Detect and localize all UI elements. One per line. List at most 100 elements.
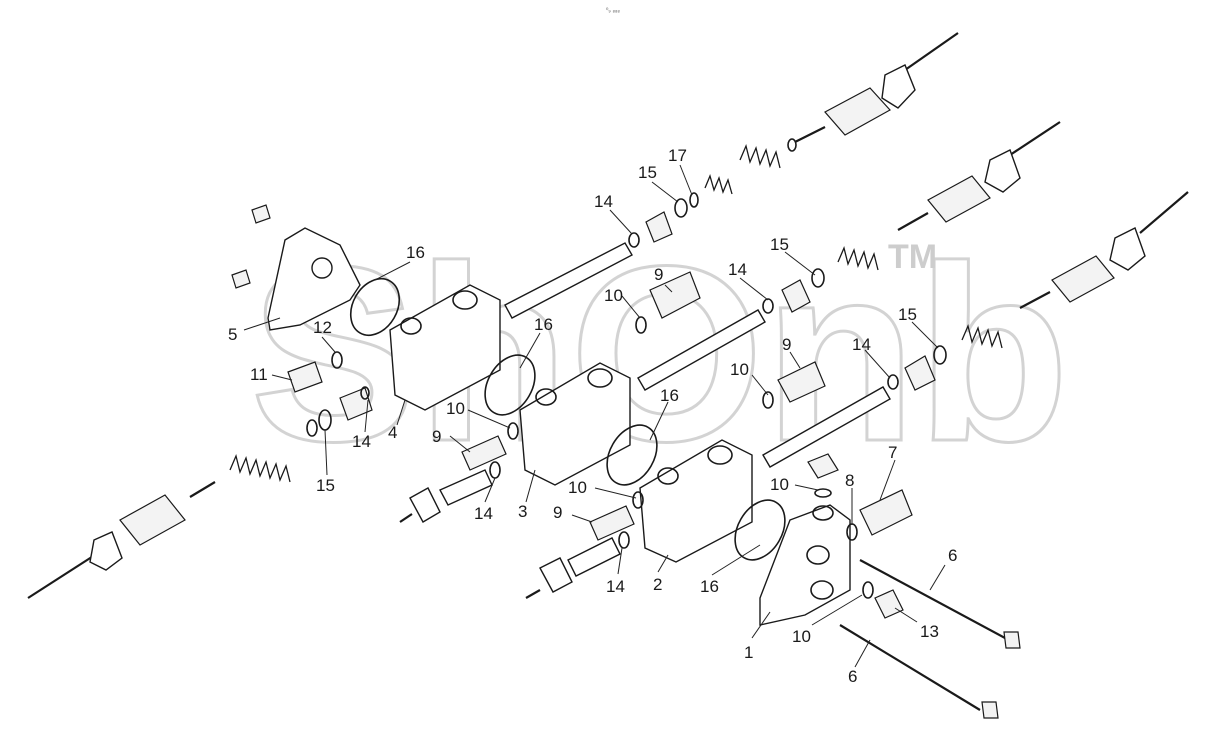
main-spool [504, 242, 633, 319]
o-ring-12 [331, 351, 343, 369]
bolt [1019, 291, 1051, 309]
washer-17 [689, 192, 699, 208]
o-ring-16 [606, 424, 658, 486]
callout-13: 13 [920, 622, 939, 641]
callout-4: 4 [388, 423, 397, 442]
spring-housing [927, 175, 991, 223]
spool-assembly-middle [637, 121, 1061, 391]
spring [837, 245, 879, 271]
spring-housing [119, 494, 186, 546]
spool-assembly-top [504, 32, 959, 319]
callout-12: 12 [313, 318, 332, 337]
spool-cap [567, 537, 621, 577]
o-ring-14 [887, 374, 899, 390]
tie-rod-6-lower [839, 624, 981, 711]
callout-15: 15 [638, 163, 657, 182]
callout-10: 10 [446, 399, 465, 418]
washer [787, 138, 797, 152]
plug-8 [807, 453, 839, 479]
callout-15: 15 [316, 476, 335, 495]
nut-lower [231, 269, 251, 289]
spring-housing [824, 87, 891, 136]
section-3-port [587, 368, 613, 388]
section-4-port-b [400, 317, 422, 335]
o-ring-15 [674, 198, 688, 218]
callout-labels: 5 16 12 11 14 4 15 16 10 9 14 3 14 15 17… [228, 146, 957, 686]
callout-10: 10 [770, 475, 789, 494]
callout-9: 9 [553, 503, 562, 522]
spring-inner [704, 174, 733, 195]
plug-assembly-11 [287, 351, 343, 393]
leader-lines [243, 164, 946, 668]
plug-13 [874, 589, 904, 619]
callout-9: 9 [432, 427, 441, 446]
callout-1: 1 [744, 643, 753, 662]
callout-8: 8 [845, 471, 854, 490]
callout-16: 16 [700, 577, 719, 596]
tie-rod-nut-lower [981, 701, 999, 719]
control-rod [1139, 191, 1189, 234]
callout-15: 15 [898, 305, 917, 324]
end-cover-flange [984, 149, 1021, 193]
valve-section-3 [519, 362, 631, 486]
bolt [189, 481, 216, 498]
o-ring-14 [762, 298, 774, 314]
callout-14: 14 [594, 192, 613, 211]
control-rod [904, 32, 959, 71]
callout-11: 11 [250, 365, 268, 384]
spring-housing [1051, 255, 1115, 303]
main-spool [637, 309, 766, 391]
callout-3: 3 [518, 502, 527, 521]
callout-16: 16 [406, 243, 425, 262]
tie-rod-6-upper [859, 559, 1006, 639]
o-ring-15 [811, 268, 825, 288]
o-ring-16 [734, 499, 786, 561]
relief-valve-9 [461, 435, 507, 471]
section-2-port-b [657, 467, 679, 485]
callout-9: 9 [654, 265, 663, 284]
callout-14: 14 [352, 432, 371, 451]
valve-section-4 [389, 284, 501, 411]
spring-seat [904, 355, 936, 391]
inlet-port-b [806, 545, 830, 565]
section-3-port-b [535, 388, 557, 406]
end-cover-flange [89, 531, 123, 571]
callout-9: 9 [782, 335, 791, 354]
callout-6: 6 [948, 546, 957, 565]
o-ring-14 [628, 232, 640, 248]
end-cap [409, 487, 441, 523]
end-cover-flange [1109, 227, 1146, 271]
relief-valve-9 [589, 505, 635, 541]
callout-14: 14 [606, 577, 625, 596]
cap-screw [525, 589, 541, 599]
callout-16: 16 [534, 315, 553, 334]
cover-port [311, 257, 333, 279]
watermark-tm: TM [888, 238, 937, 276]
o-ring-10-inlet [862, 581, 874, 599]
o-ring-10 [507, 422, 519, 440]
o-ring-15 [933, 345, 947, 365]
relief-valve-9-top [649, 271, 701, 319]
o-ring-10-top [635, 316, 647, 334]
spring-seat [339, 387, 373, 421]
callout-10: 10 [604, 286, 623, 305]
callout-14: 14 [852, 335, 871, 354]
spring [739, 143, 781, 169]
callout-17: 17 [668, 146, 687, 165]
plug [287, 361, 323, 393]
callout-2: 2 [653, 575, 662, 594]
o-ring-10 [814, 488, 832, 498]
o-ring-14 [618, 531, 630, 549]
relief-valve-7 [859, 489, 913, 536]
header-mark: ⁰₉ ₈₈₈ [606, 7, 620, 14]
relief-valve-9-mid [777, 361, 826, 403]
spring-seat [645, 211, 673, 243]
spring [229, 453, 291, 483]
inlet-port-c [810, 580, 834, 600]
control-rod [27, 552, 99, 599]
callout-7: 7 [888, 443, 897, 462]
washer [306, 419, 318, 437]
cap-screw [399, 513, 413, 523]
